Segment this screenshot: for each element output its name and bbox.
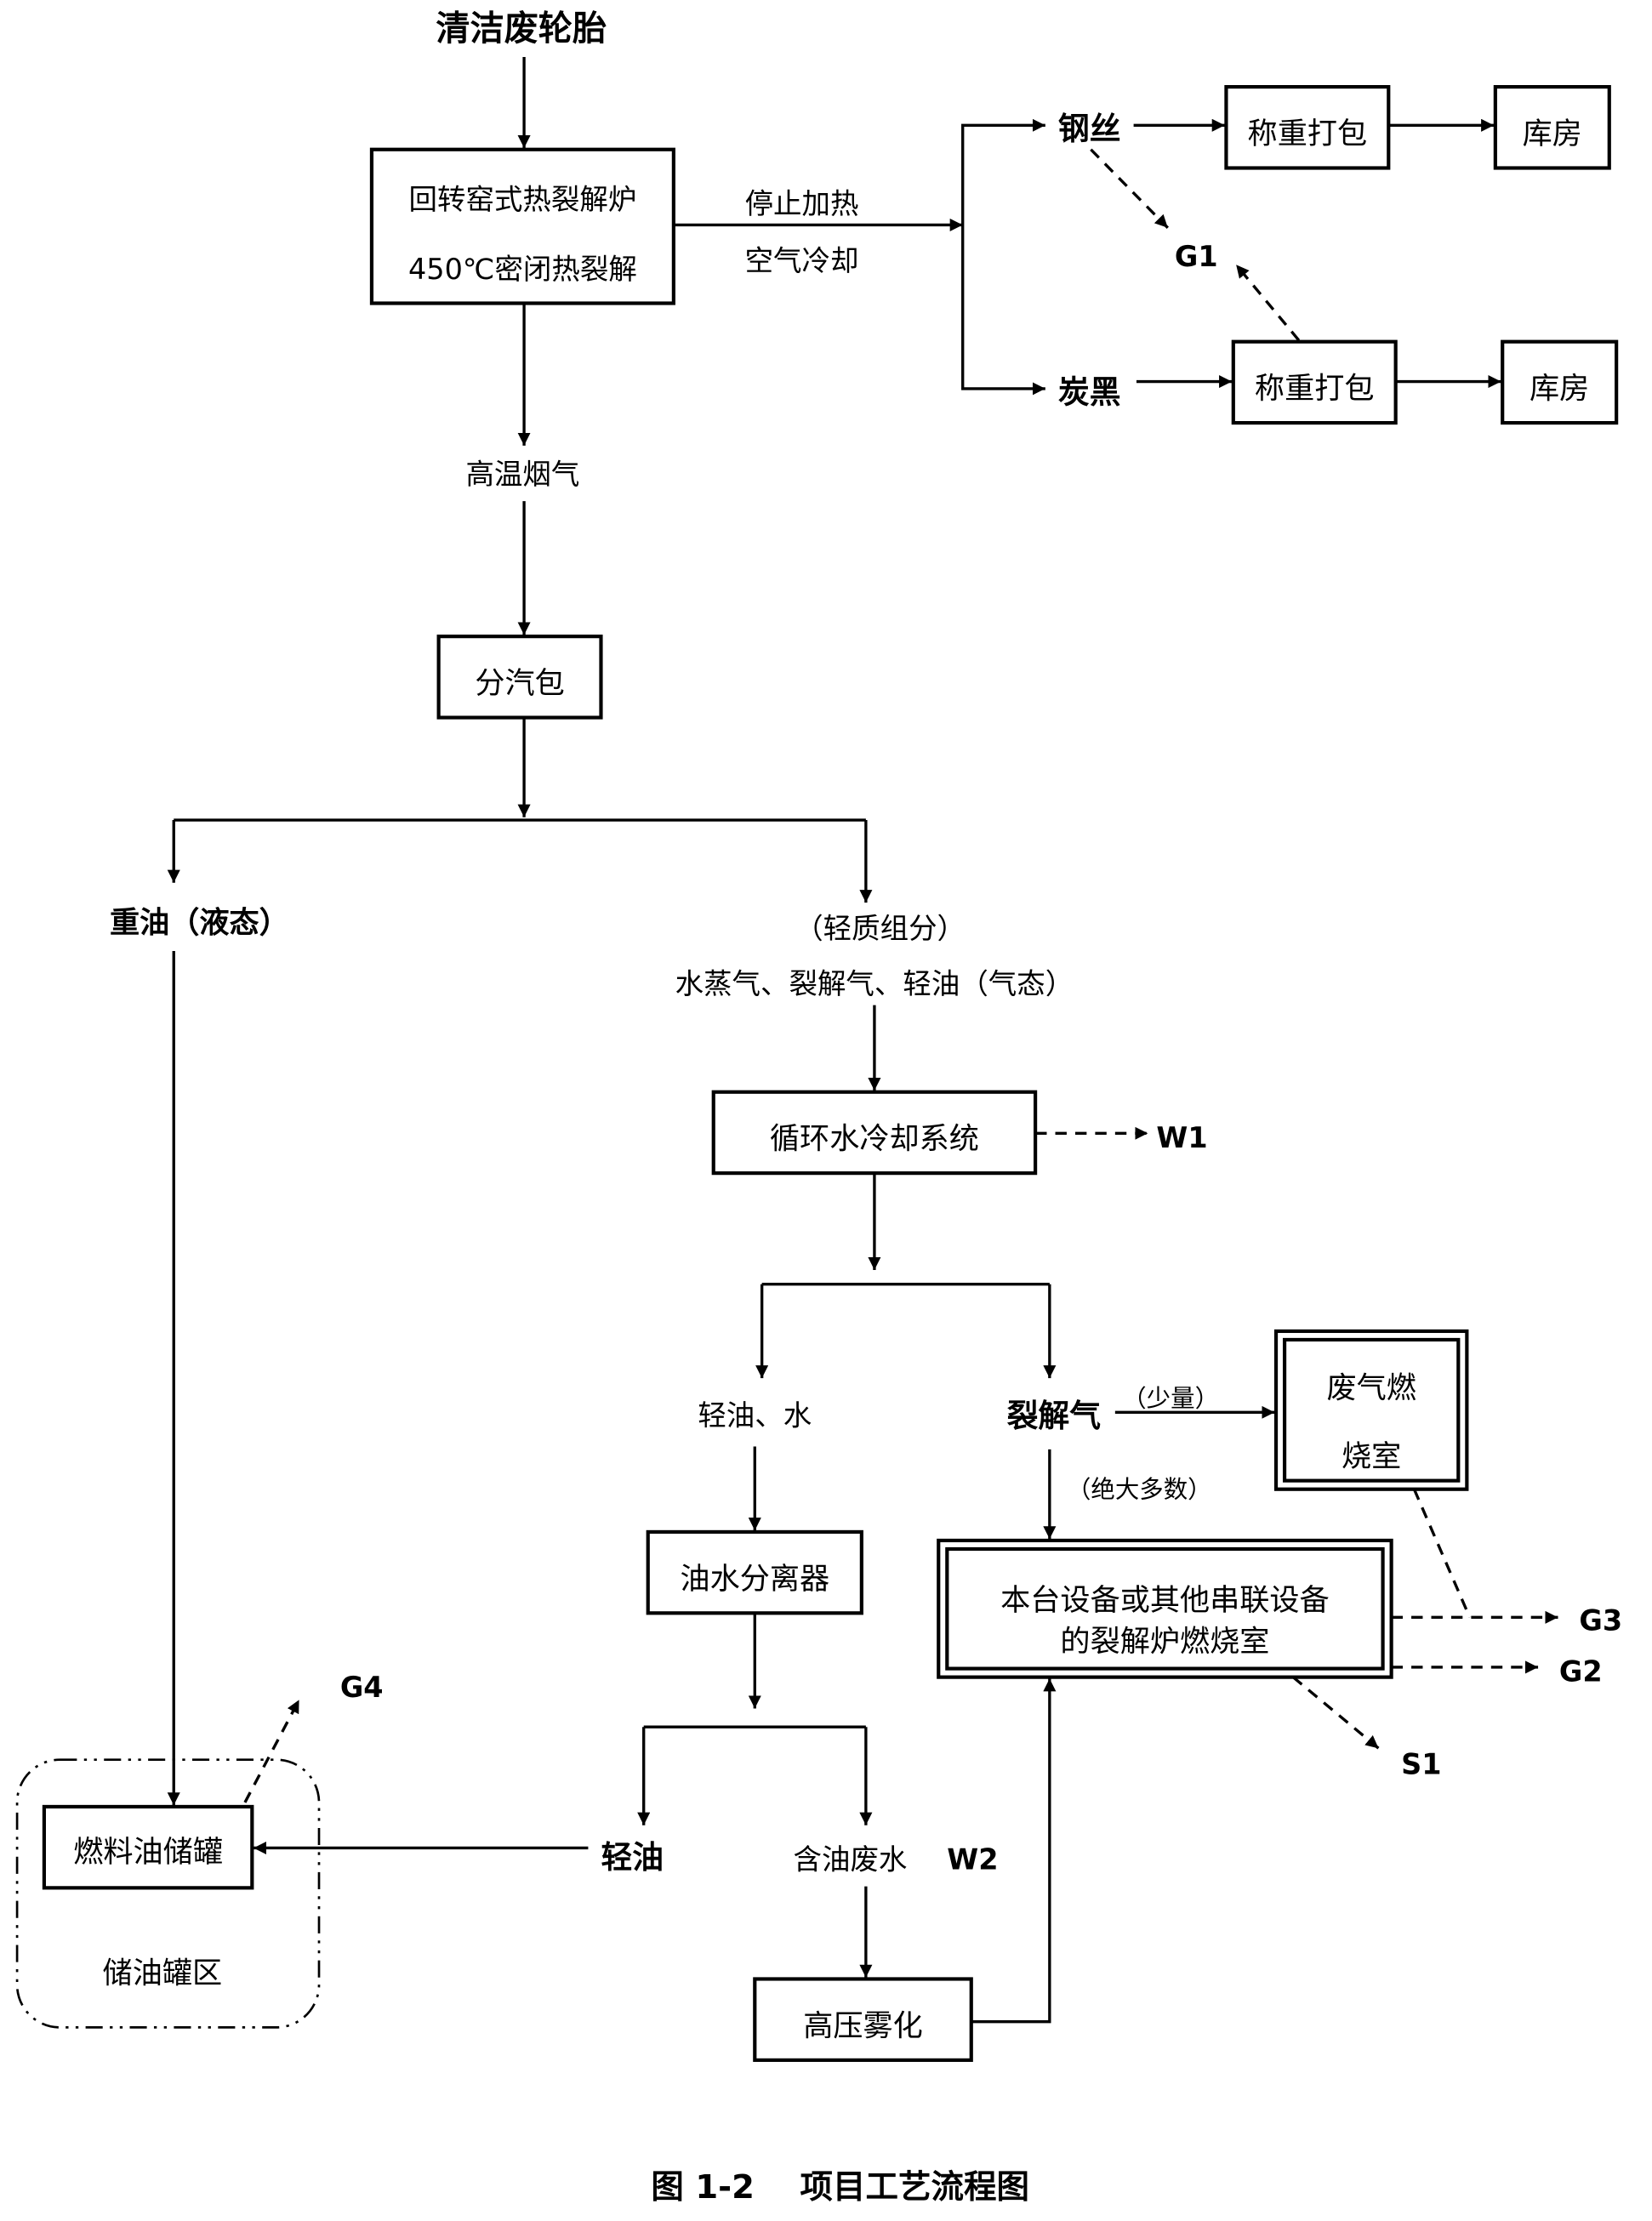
oily-wastewater-label: 含油废水 [794, 1843, 908, 1876]
w2-label: W2 [947, 1843, 998, 1876]
warehouse-label-1: 库房 [1523, 117, 1582, 151]
tank-area-boundary [15, 1758, 321, 2029]
weigh-pack-label-2: 称重打包 [1255, 372, 1375, 407]
light-components-label-line2: 水蒸气、裂解气、轻油（气态） [675, 967, 1074, 1000]
cooling-system-box [711, 1090, 1038, 1176]
carbon-black-label: 炭黑 [1058, 374, 1121, 411]
fuel-oil-tank-box [42, 1804, 254, 1890]
weigh-pack-box-1 [1224, 85, 1391, 170]
small-amount-label: （少量） [1122, 1385, 1219, 1413]
g2-label: G2 [1559, 1655, 1603, 1689]
emission-tank-to-g4 [243, 1699, 301, 1803]
warehouse-box-2 [1501, 339, 1619, 425]
pyrolysis-gas-label: 裂解气 [1007, 1398, 1102, 1434]
kiln-label-line1: 回转窑式热裂解炉 [409, 183, 637, 216]
s1-label: S1 [1401, 1747, 1441, 1780]
heavy-oil-label: 重油（液态） [110, 905, 289, 940]
steel-wire-label: 钢丝 [1058, 111, 1121, 147]
g1-label: G1 [1175, 240, 1218, 273]
steam-separator-label: 分汽包 [475, 666, 564, 701]
combustion-chamber-label-line2: 的裂解炉燃烧室 [1060, 1625, 1269, 1660]
light-oil-label: 轻油 [601, 1839, 664, 1876]
combustion-chamber-label-line1: 本台设备或其他串联设备 [1000, 1583, 1330, 1618]
figure-caption: 图 1-2 项目工艺流程图 [651, 2168, 1029, 2207]
waste-gas-chamber-label-line2: 烧室 [1342, 1439, 1401, 1474]
light-oil-water-label: 轻油、水 [698, 1398, 812, 1432]
kiln-label-line2: 450℃密闭热裂解 [408, 253, 637, 286]
oil-water-separator-label: 油水分离器 [680, 1562, 829, 1597]
tank-area-label: 储油罐区 [103, 1956, 223, 1990]
hp-atomization-label: 高压雾化 [803, 2008, 923, 2043]
split-to-carbon-black [961, 225, 1045, 396]
g4-label: G4 [340, 1671, 384, 1704]
weigh-pack-label-1: 称重打包 [1248, 117, 1368, 151]
majority-label: （绝大多数） [1067, 1476, 1212, 1504]
steam-separator-box [436, 635, 603, 720]
hp-atomization-box [753, 1977, 973, 2062]
stop-heat-label-line2: 空气冷却 [745, 244, 859, 277]
emission-waste-chamber-to-g3 [1412, 1489, 1472, 1619]
emission-combustion-to-s1 [1292, 1676, 1380, 1750]
waste-gas-chamber-box-inner [1282, 1337, 1461, 1483]
w1-label: W1 [1156, 1121, 1207, 1154]
input-label: 清洁废轮胎 [436, 9, 607, 48]
emission-steel-to-g1 [1090, 148, 1169, 229]
fuel-oil-tank-label: 燃料油储罐 [73, 1835, 223, 1870]
g3-label: G3 [1579, 1603, 1622, 1637]
split-to-steel-wire [961, 118, 1045, 225]
cooling-system-label: 循环水冷却系统 [770, 1122, 979, 1157]
combustion-chamber-box-inner [945, 1546, 1385, 1671]
warehouse-label-2: 库房 [1530, 372, 1589, 407]
emission-pack2-to-g1 [1234, 264, 1301, 342]
hot-flue-gas-label: 高温烟气 [465, 458, 579, 491]
warehouse-box-1 [1493, 85, 1611, 170]
light-components-label-line1: （轻质组分） [795, 912, 966, 945]
arrow-atomization-to-combustion [971, 1678, 1057, 2024]
oil-water-separator-box [646, 1529, 863, 1615]
stop-heat-label-line1: 停止加热 [745, 187, 859, 220]
waste-gas-chamber-label-line1: 废气燃 [1326, 1371, 1416, 1406]
